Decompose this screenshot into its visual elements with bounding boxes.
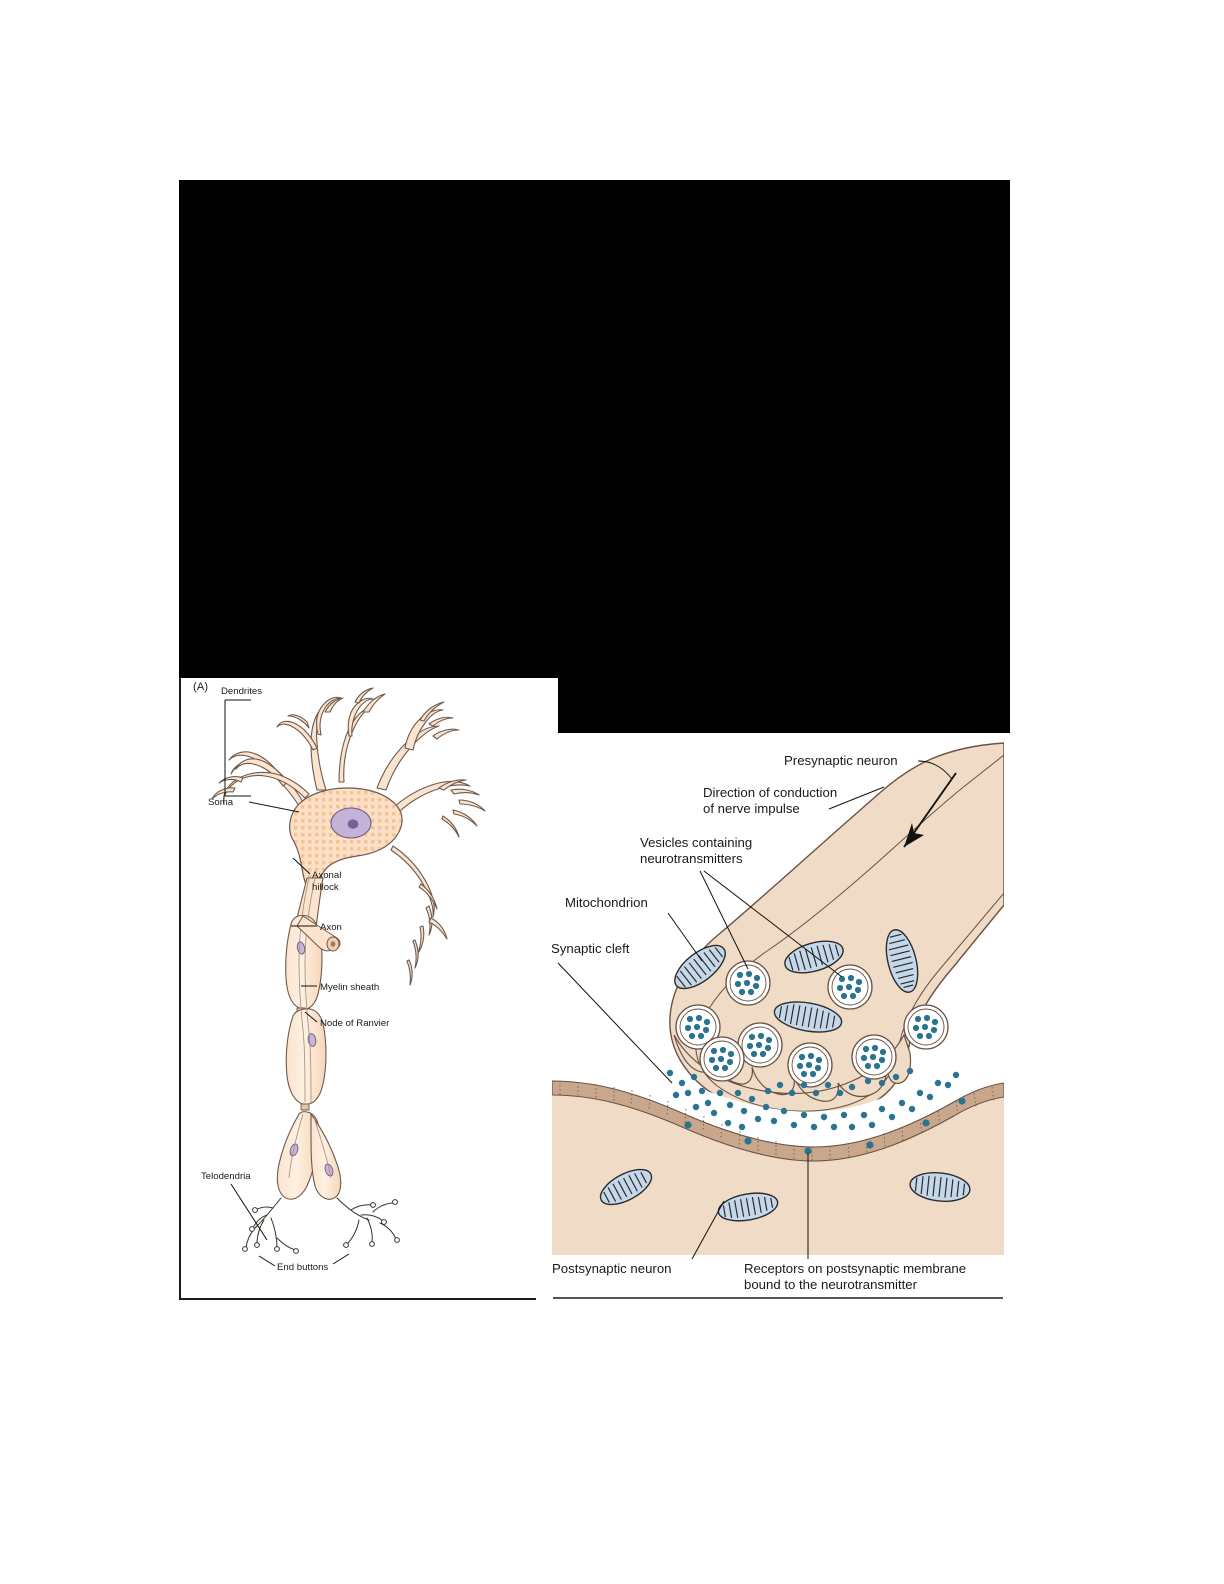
presynaptic-mitochondria [674, 929, 919, 1033]
conduction-arrow [903, 772, 957, 848]
label-node-of-ranvier-text: Node of Ranvier [320, 1018, 390, 1029]
label-axonal-hillock: Axonal hillock [292, 857, 341, 893]
panel-a-letter: (A) [193, 681, 209, 693]
label-mitochondrion-text: Mitochondrion [565, 895, 648, 910]
label-soma-text: Soma [208, 797, 234, 808]
label-end-buttons: End buttons [258, 1253, 350, 1273]
label-vesicles-text2: neurotransmitters [640, 851, 743, 866]
axon-cutaway-cylinder [296, 915, 341, 952]
nucleolus [347, 819, 359, 829]
label-postsynaptic-neuron-text: Postsynaptic neuron [552, 1261, 672, 1276]
neurotransmitter-molecules [666, 1067, 960, 1131]
soma-cell-body [289, 787, 403, 898]
label-synaptic-cleft-text: Synaptic cleft [552, 941, 630, 956]
label-dendrites-text: Dendrites [221, 686, 262, 697]
label-receptors-text: Receptors on postsynaptic membrane [744, 1261, 966, 1276]
label-vesicles-text: Vesicles containing [640, 835, 752, 850]
end-button-terminals [242, 1199, 400, 1254]
label-direction-of-conduction: Direction of conduction of nerve impulse [703, 785, 885, 816]
postsynaptic-neuron-cell [552, 1080, 1004, 1255]
axon-core-lines [288, 877, 332, 1179]
label-node-of-ranvier: Node of Ranvier [304, 1011, 390, 1029]
label-myelin-sheath-text: Myelin sheath [320, 982, 379, 993]
label-vesicles: Vesicles containing neurotransmitters [640, 835, 843, 978]
synaptic-vesicles [675, 960, 949, 1088]
synaptic-cleft-gap [648, 1043, 1004, 1148]
label-dendrites: Dendrites [221, 686, 262, 797]
label-axon: Axon [291, 922, 342, 933]
label-presynaptic-neuron-text: Presynaptic neuron [784, 753, 898, 768]
redacted-image-block [179, 180, 1010, 733]
label-presynaptic-neuron: Presynaptic neuron [784, 753, 953, 780]
neuron-illustration: Dendrites Soma Axonal hillock Axon Myeli… [201, 686, 486, 1273]
label-direction-text: Direction of conduction [703, 785, 837, 800]
label-telodendria: Telodendria [201, 1171, 268, 1241]
label-axon-text: Axon [320, 922, 342, 933]
label-axonal-hillock-text: Axonal [312, 870, 341, 881]
synapse-illustration: Presynaptic neuron Direction of conducti… [552, 742, 1004, 1299]
postsynaptic-mitochondria [599, 1168, 971, 1222]
redacted-region-upper [179, 180, 1010, 678]
end-buttons-arborization [245, 1197, 397, 1251]
panel-b-synapse-diagram: Presynaptic neuron Direction of conducti… [552, 735, 1004, 1300]
label-synaptic-cleft: Synaptic cleft [552, 941, 673, 1084]
label-mitochondrion: Mitochondrion [565, 895, 703, 962]
label-soma: Soma [208, 797, 300, 813]
label-end-buttons-text: End buttons [277, 1262, 328, 1273]
label-axonal-hillock-text2: hillock [312, 882, 339, 893]
label-receptors: Receptors on postsynaptic membrane bound… [744, 1153, 966, 1292]
label-direction-text2: of nerve impulse [703, 801, 800, 816]
label-receptors-text2: bound to the neurotransmitter [744, 1277, 918, 1292]
bound-neurotransmitters [684, 1097, 966, 1155]
dendrite-branches [211, 687, 486, 986]
label-postsynaptic-neuron: Postsynaptic neuron [552, 1200, 725, 1276]
label-myelin-sheath: Myelin sheath [301, 982, 379, 993]
panel-a-neuron-diagram: (A) [179, 678, 536, 1300]
label-telodendria-text: Telodendria [201, 1171, 251, 1182]
redacted-region-lower [558, 678, 1010, 733]
